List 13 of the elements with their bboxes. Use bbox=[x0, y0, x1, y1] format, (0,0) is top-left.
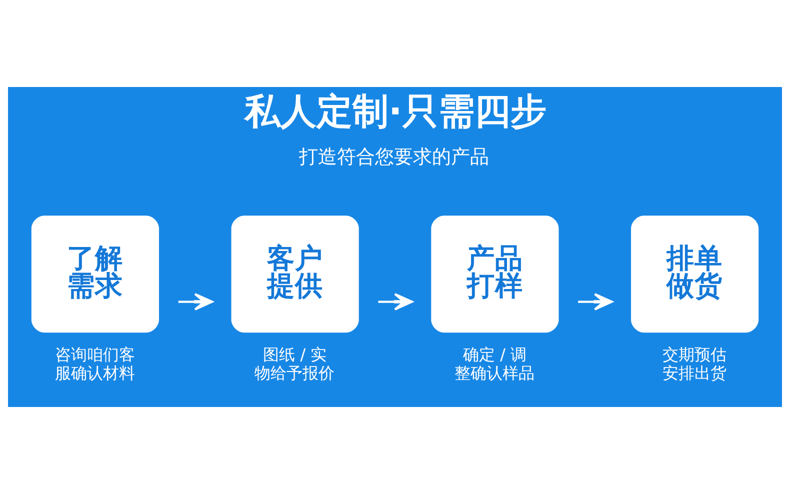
node-box: 客户提供 bbox=[231, 216, 359, 333]
diagram-title: 私人定制·只需四步 bbox=[244, 89, 546, 132]
label: 打造符合您要求的产品 bbox=[298, 144, 489, 168]
arrow bbox=[178, 293, 214, 310]
node-box: 产品打样 bbox=[431, 216, 559, 333]
arrow bbox=[578, 293, 613, 310]
node-box: 了解需求 bbox=[31, 216, 159, 333]
node-label: 咨询咱们客服确认材料 bbox=[54, 345, 135, 382]
node-label: 确定 / 调整确认样品 bbox=[454, 345, 535, 382]
node-label: 图纸 / 实物给予报价 bbox=[254, 345, 335, 382]
node-box: 排单做货 bbox=[631, 216, 759, 333]
node-label: 交期预估安排出货 bbox=[662, 345, 726, 382]
arrow bbox=[378, 293, 414, 310]
